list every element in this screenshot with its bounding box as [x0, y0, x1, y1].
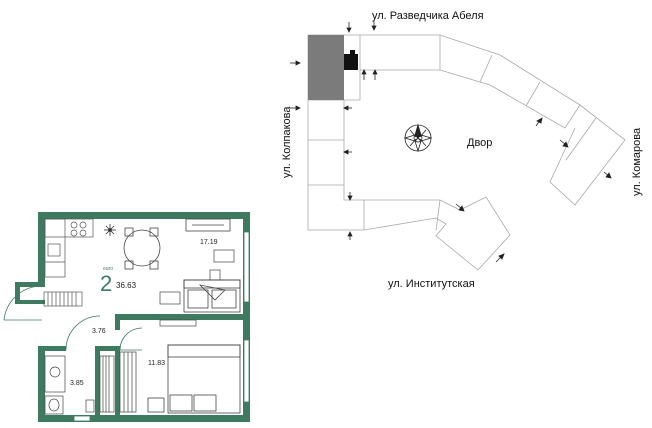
- apartment-type-small: euro: [103, 266, 114, 272]
- lamp-icon: [104, 224, 116, 236]
- living-kitchen-area: 17.19: [200, 239, 218, 246]
- entrance-arrows: [290, 20, 612, 263]
- apartment-total-area: 36.63: [116, 281, 137, 290]
- compass-icon: [403, 123, 433, 153]
- street-right-label: ул. Комарова: [631, 127, 643, 196]
- street-left-label: ул. Колпакова: [281, 106, 293, 178]
- hall-area: 3.76: [92, 328, 106, 335]
- entrance-marker: [344, 54, 358, 70]
- street-bottom-label: ул. Институтская: [388, 278, 475, 290]
- selected-section: [308, 35, 344, 100]
- yard-label: Двор: [467, 137, 493, 149]
- street-top-label: ул. Разведчика Абеля: [372, 10, 484, 22]
- bedroom-area: 11.83: [148, 360, 165, 367]
- apartment-plan: [3, 212, 250, 422]
- apartment-rooms: 2: [100, 271, 113, 296]
- bathroom-area: 3.85: [70, 380, 84, 387]
- building-outline: [307, 34, 626, 271]
